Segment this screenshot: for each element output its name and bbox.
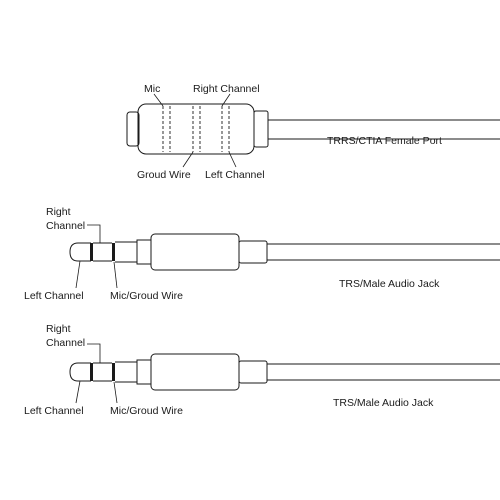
right-channel-label-line2: Channel [46,337,85,349]
plug-body [150,353,240,391]
plug-insulator-ring [112,363,115,381]
right-channel-label-line2: Channel [46,220,85,232]
male-jack-caption: TRS/Male Audio Jack [339,278,440,290]
right-channel-leader-line [221,93,231,107]
plug-insulator-ring [90,243,93,261]
left-channel-leader-line [75,380,81,404]
right-channel-leader-line [87,343,101,363]
plug-tip [69,242,91,262]
male-jack-caption: TRS/Male Audio Jack [333,397,434,409]
mic-leader-line [153,93,164,107]
plug-insulator-ring [90,363,93,381]
ground-wire-label: Groud Wire [137,169,191,181]
mic-ground-label: Mic/Groud Wire [110,290,183,302]
female-port-body [137,103,255,155]
mic-ground-leader-line [113,261,118,289]
female-port: Mic Right Channel Groud Wire Left Channe… [126,83,500,181]
mic-ground-label: Mic/Groud Wire [110,405,183,417]
plug-tip [69,362,91,382]
left-channel-label: Left Channel [24,405,84,417]
plug-collar [136,239,152,265]
right-channel-label-line1: Right [46,206,71,218]
ground-wire-leader-line [182,151,194,168]
right-channel-label: Right Channel [193,83,260,95]
plug-neck [238,360,268,384]
right-channel-leader-line [87,224,101,243]
female-port-neck [253,110,269,148]
left-channel-label: Left Channel [24,290,84,302]
male-jack-1: Right Channel Left Channel Mic/Groud Wir… [24,206,500,302]
female-port-caption: TRRS/CTIA Female Port [327,135,442,147]
male-jack-2: Right Channel Left Channel Mic/Groud Wir… [24,323,500,417]
female-port-back-cap [126,111,140,147]
plug-collar [136,359,152,385]
mic-label: Mic [144,83,160,95]
left-channel-leader-line [228,151,237,168]
plug-neck [238,240,268,264]
left-channel-leader-line [75,260,81,289]
plug-insulator-ring [112,243,115,261]
right-channel-label-line1: Right [46,323,71,335]
left-channel-label: Left Channel [205,169,265,181]
mic-ground-leader-line [113,381,118,404]
plug-body [150,233,240,271]
